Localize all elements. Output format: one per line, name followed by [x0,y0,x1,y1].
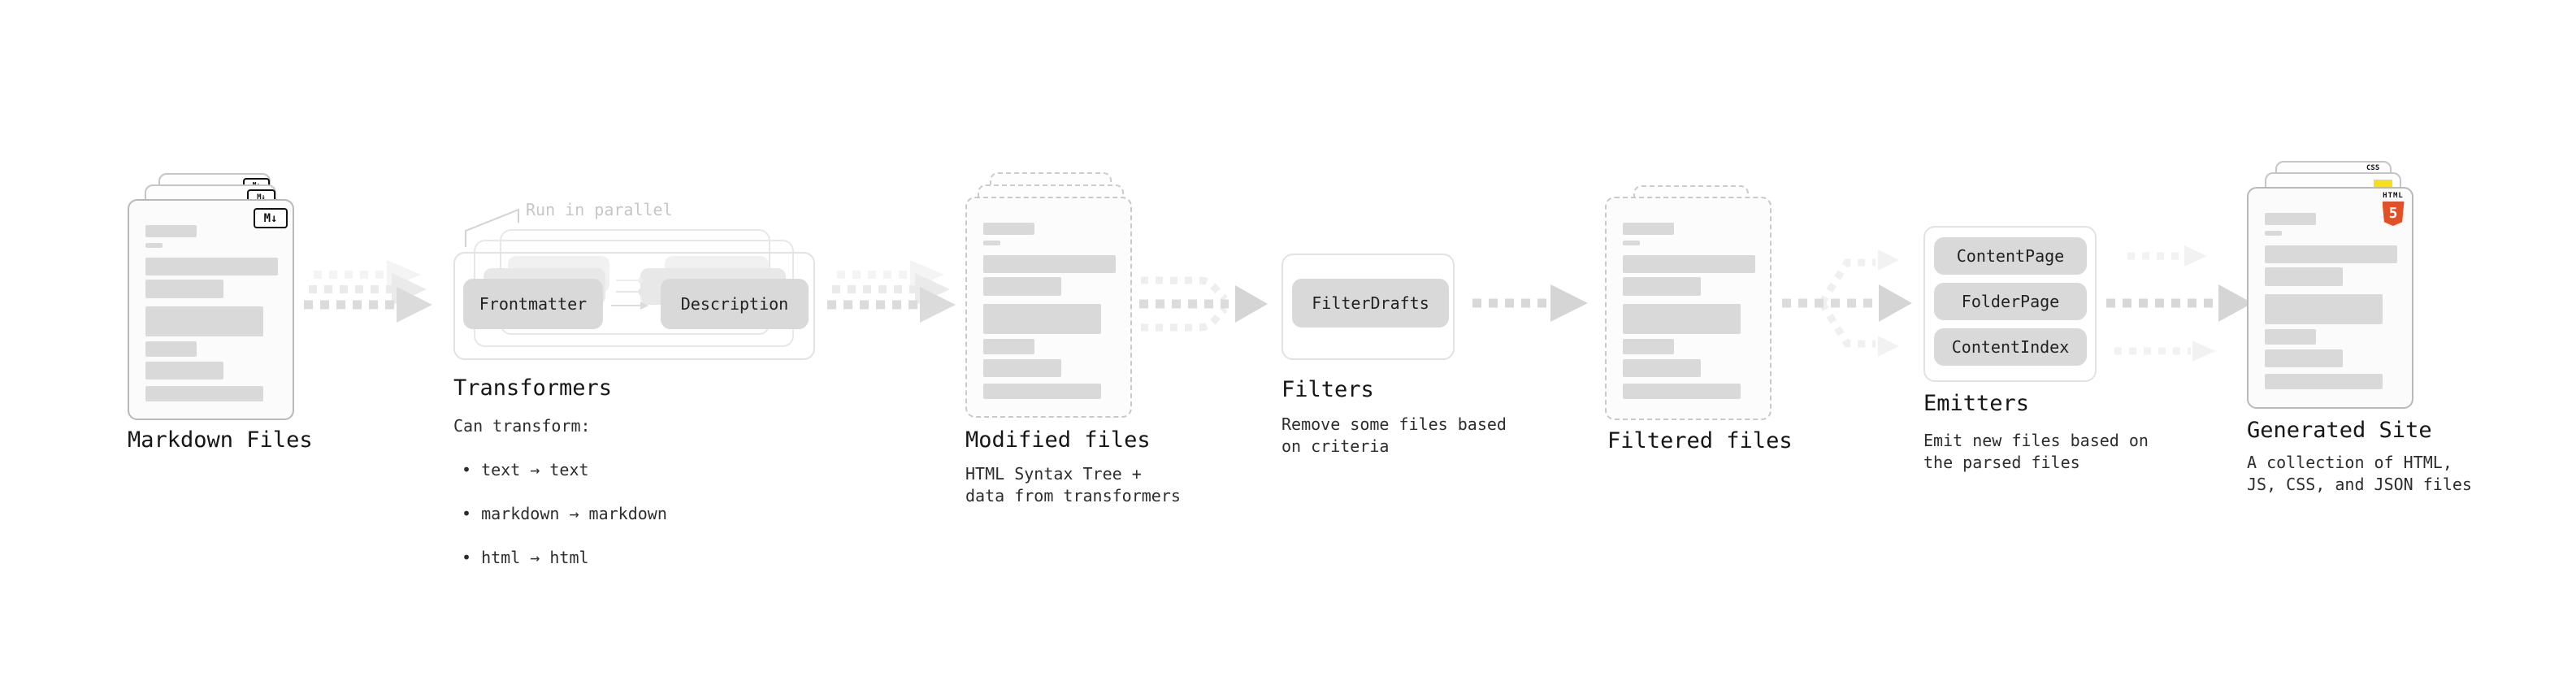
doc-text-bar [1623,223,1674,235]
doc-text-bar [983,255,1116,273]
doc-text-bar [983,223,1034,235]
filters-box [1281,254,1455,360]
doc-text-bar [145,280,223,298]
folderpage-chip: FolderPage [1934,283,2087,320]
doc-text-bar [2265,213,2316,225]
doc-text-bar [145,362,223,380]
flow-arrow-markdown-to-transformers [304,260,432,323]
doc-text-bar [2265,294,2383,324]
filtered-files-label: Filtered files [1607,428,1793,453]
js-icon [2374,180,2392,189]
generated-site-label: Generated Site [2247,418,2432,443]
generated-site-subtitle: A collection of HTML, JS, CSS, and JSON … [2247,453,2472,494]
flow-arrow-emitters-to-site [2106,245,2253,362]
markdown-files-label: Markdown Files [128,427,313,453]
html5-icon: HTML 5 [2380,192,2406,226]
emitters-label: Emitters [1923,391,2030,416]
modified-file-document [965,197,1132,418]
contentindex-chip: ContentIndex [1934,328,2087,366]
doc-text-bar [2265,329,2316,345]
flow-arrow-transformers-to-modified [827,260,956,323]
doc-text-bar [145,306,263,336]
doc-text-bar [1623,384,1741,399]
doc-text-bar [1623,241,1640,245]
run-in-parallel-callout-line [465,208,519,247]
doc-text-bar [2265,374,2383,389]
filters-label: Filters [1281,377,1374,402]
doc-text-bar [145,341,197,357]
doc-text-bar [145,386,263,401]
filterdrafts-chip: FilterDrafts [1292,279,1449,327]
html5-icon-numeral: 5 [2388,205,2398,222]
site-page-html: HTML 5 [2247,187,2413,409]
doc-text-bar [1623,277,1701,296]
modified-files-subtitle: HTML Syntax Tree + data from transformer… [965,464,1181,505]
contentpage-chip: ContentPage [1934,237,2087,275]
doc-text-bar [983,277,1061,296]
flow-arrow-filters-to-filtered [1472,284,1588,322]
description-chip: Description [661,279,809,329]
doc-text-bar [983,304,1101,334]
transformer-run-box-front [453,252,815,360]
run-in-parallel-annotation: Run in parallel [526,200,673,219]
doc-text-bar [983,359,1061,377]
html5-icon-word: HTML [2383,192,2404,200]
doc-text-bar [2265,267,2343,286]
flow-arrow-filtered-to-emitters-fanout [1782,249,1912,357]
doc-text-bar [2265,231,2282,236]
transformers-bullet-list: text → text markdown → markdown html → h… [462,437,667,591]
frontmatter-chip: Frontmatter [463,279,603,329]
doc-text-bar [1623,255,1755,273]
markdown-file-document: M↓ [128,199,294,420]
doc-text-bar [145,225,197,237]
doc-text-bar [983,241,1000,245]
flow-arrow-modified-to-filters-merge [1139,276,1268,332]
doc-text-bar [1623,339,1674,354]
transformer-parallel-arrows [611,277,648,310]
filtered-file-document [1605,197,1772,420]
css-icon: CSS [2366,164,2380,172]
doc-text-bar [1623,304,1741,334]
doc-text-bar [2265,245,2397,263]
html5-icon-shield: 5 [2382,202,2405,226]
transformers-subtitle: Can transform: [453,416,591,436]
doc-text-bar [2265,349,2343,367]
emitters-box [1923,226,2097,382]
doc-text-bar [983,384,1101,399]
transformers-label: Transformers [453,375,613,401]
doc-text-bar [1623,359,1701,377]
doc-text-bar [145,243,163,248]
emitters-subtitle: Emit new files based on the parsed files [1923,431,2149,472]
filters-subtitle: Remove some files based on criteria [1281,414,1507,456]
doc-text-bar [145,258,278,275]
bullet-item: text → text [462,459,667,481]
markdown-icon: M↓ [254,208,288,228]
bullet-item: html → html [462,547,667,569]
doc-text-bar [983,339,1034,354]
modified-files-label: Modified files [965,427,1151,453]
bullet-item: markdown → markdown [462,503,667,525]
